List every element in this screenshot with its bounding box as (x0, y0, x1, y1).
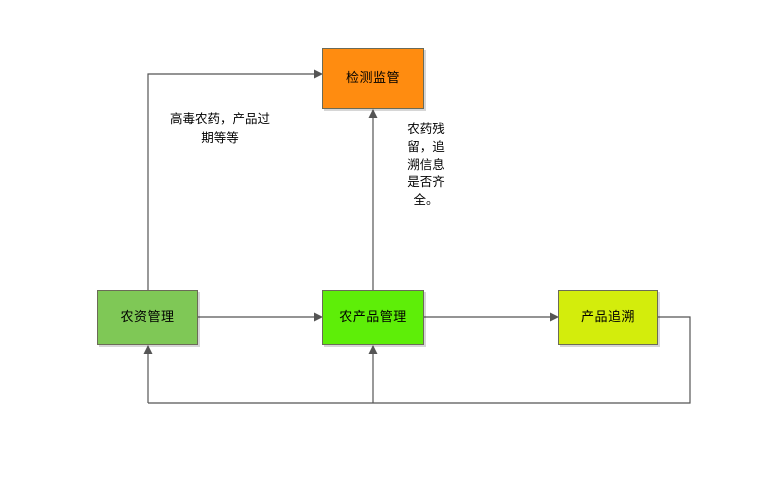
node-inspection-supervision-label: 检测监管 (345, 70, 400, 86)
node-agricultural-materials-management-label: 农资管理 (120, 309, 175, 325)
edge-traceability-to-products (368, 345, 378, 403)
node-product-traceability[interactable]: 产品追溯 (558, 290, 658, 345)
edge-label-pesticide-residue: 农药残 留，追 溯信息 是否齐 全。 (407, 121, 445, 207)
node-product-traceability-label: 产品追溯 (580, 309, 635, 325)
edge-traceability-to-materials (143, 345, 153, 403)
node-agricultural-materials-management[interactable]: 农资管理 (97, 290, 198, 345)
node-agricultural-products-management-label: 农产品管理 (339, 309, 407, 325)
edge-products-to-traceability (424, 312, 559, 322)
edge-materials-to-inspection (147, 69, 323, 290)
node-agricultural-products-management[interactable]: 农产品管理 (322, 290, 424, 345)
edge-label-high-toxicity-pesticide: 高毒农药，产品过 期等等 (169, 111, 270, 145)
edge-products-to-inspection (368, 109, 378, 290)
edge-materials-to-products (198, 312, 323, 322)
node-inspection-supervision[interactable]: 检测监管 (322, 48, 424, 109)
